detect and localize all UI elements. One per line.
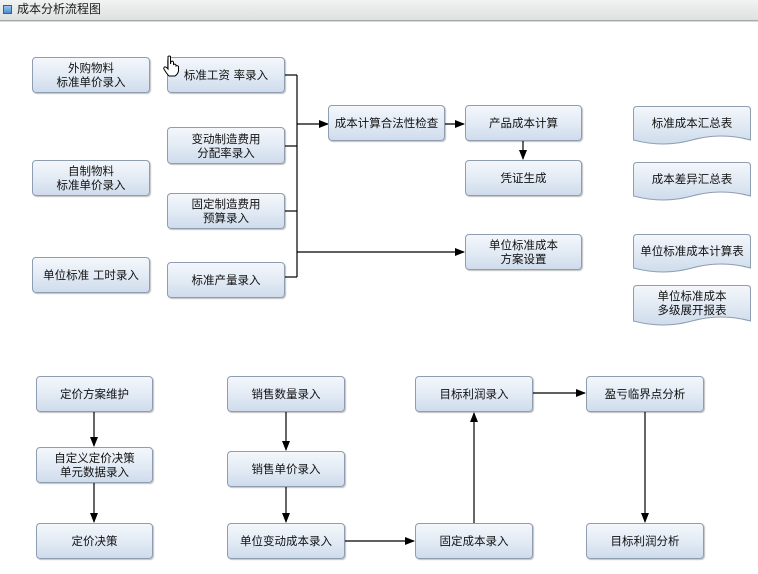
product-cost-calc[interactable]: 产品成本计算 xyxy=(465,105,582,141)
standard-output-entry[interactable]: 标准产量录入 xyxy=(167,262,285,298)
report-cost-variance-summary[interactable]: 成本差异汇总表 xyxy=(633,162,751,204)
window-titlebar: 成本分析流程图 xyxy=(0,0,758,21)
unit-variable-cost-entry[interactable]: 单位变动成本录入 xyxy=(227,523,345,559)
standard-wage-rate-entry[interactable]: 标准工资 率录入 xyxy=(167,57,285,93)
document-icon xyxy=(633,234,751,273)
document-icon xyxy=(633,106,751,145)
breakeven-analysis[interactable]: 盈亏临界点分析 xyxy=(586,376,704,412)
custom-pricing-data-entry[interactable]: 自定义定价决策 单元数据录入 xyxy=(36,447,153,483)
cost-calc-validity-check[interactable]: 成本计算合法性检查 xyxy=(328,105,445,141)
report-standard-cost-summary[interactable]: 标准成本汇总表 xyxy=(633,106,751,148)
window-title: 成本分析流程图 xyxy=(17,2,102,16)
pricing-decision[interactable]: 定价决策 xyxy=(36,523,153,559)
target-profit-entry[interactable]: 目标利润录入 xyxy=(415,376,533,412)
document-icon xyxy=(633,285,751,326)
report-label: 标准成本汇总表 xyxy=(651,115,733,130)
sales-unit-price-entry[interactable]: 销售单价录入 xyxy=(227,451,345,487)
sales-quantity-entry[interactable]: 销售数量录入 xyxy=(227,376,345,412)
unit-standard-hours-entry[interactable]: 单位标准 工时录入 xyxy=(32,257,150,293)
report-label: 单位标准成本 多级展开报表 xyxy=(657,288,727,317)
target-profit-analysis[interactable]: 目标利润分析 xyxy=(586,523,704,559)
pricing-plan-maintenance[interactable]: 定价方案维护 xyxy=(36,376,153,412)
unit-standard-cost-plan[interactable]: 单位标准成本 方案设置 xyxy=(465,234,582,270)
variable-overhead-rate-entry[interactable]: 变动制造费用 分配率录入 xyxy=(167,127,285,164)
hand-pointer-icon xyxy=(163,55,179,77)
voucher-generation[interactable]: 凭证生成 xyxy=(465,160,582,196)
fixed-overhead-budget-entry[interactable]: 固定制造费用 预算录入 xyxy=(167,193,285,229)
report-unit-standard-cost-multilevel[interactable]: 单位标准成本 多级展开报表 xyxy=(633,285,751,329)
purchased-material-price-entry[interactable]: 外购物料 标准单价录入 xyxy=(32,57,150,93)
self-made-material-price-entry[interactable]: 自制物料 标准单价录入 xyxy=(32,160,150,196)
window-icon xyxy=(3,5,12,14)
fixed-cost-entry[interactable]: 固定成本录入 xyxy=(415,523,533,559)
report-unit-standard-cost-calc[interactable]: 单位标准成本计算表 xyxy=(633,234,751,276)
report-label: 成本差异汇总表 xyxy=(651,171,733,186)
document-icon xyxy=(633,162,751,201)
report-label: 单位标准成本计算表 xyxy=(640,243,744,258)
